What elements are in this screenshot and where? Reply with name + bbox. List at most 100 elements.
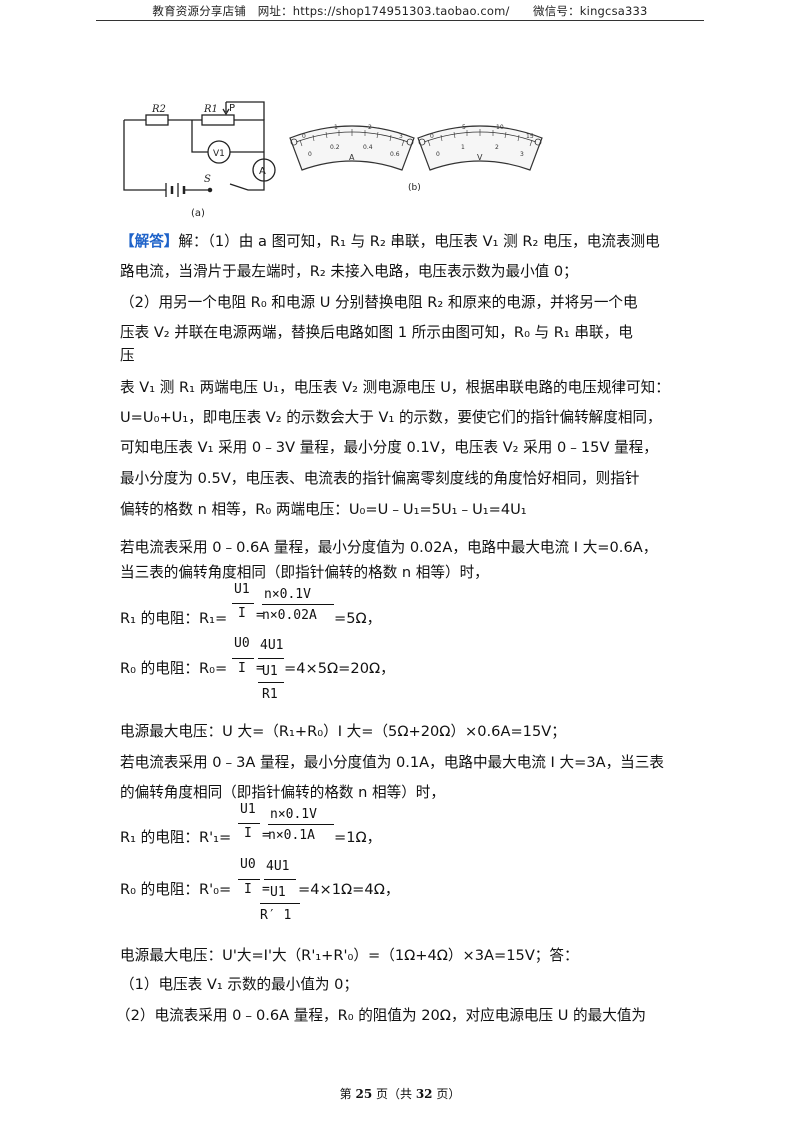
label-p: P <box>229 103 235 114</box>
label-r2: R2 <box>151 104 166 115</box>
caption-a: (a) <box>191 208 205 219</box>
text-line-15: 的偏转角度相同（即指针偏转的格数 n 相等）时， <box>120 784 445 801</box>
r0b-eq1: = <box>262 882 270 897</box>
text-line-3: （2）用另一个电阻 R₀ 和电源 U 分别替换电阻 R₂ 和原来的电源，并将另一… <box>120 294 638 311</box>
r1b-bar1 <box>238 823 260 824</box>
label-r1: R1 <box>203 104 218 115</box>
r1b-bar2 <box>268 824 334 825</box>
text-line-6: 表 V₁ 测 R₁ 两端电压 U₁，电压表 V₂ 测电源电压 U，根据串联电路的… <box>120 379 670 396</box>
r0-eq1: = <box>256 661 264 676</box>
r0-formula-prefix: R₀ 的电阻：R₀= <box>120 660 228 677</box>
meter-a-big-2: 2 <box>368 124 372 131</box>
meter-v-big-1: 5 <box>462 124 466 131</box>
meter-v-label: V <box>477 153 483 162</box>
text-line-1: 【解答】解：（1）由 a 图可知，R₁ 与 R₂ 串联，电压表 V₁ 测 R₂ … <box>120 232 660 252</box>
label-v1: V1 <box>213 149 225 159</box>
r0-den2b: R1 <box>262 687 278 702</box>
r1-den2: n×0.02A <box>262 608 317 623</box>
r0-result: =4×5Ω=20Ω， <box>284 660 395 677</box>
ammeter-dial: 0 0.2 0.4 0.6 0 1 2 3 A <box>289 124 415 171</box>
footer-pre: 第 <box>339 1087 356 1101</box>
r0-den2a: U1 <box>262 664 278 679</box>
line-1-text: 解：（1）由 a 图可知，R₁ 与 R₂ 串联，电压表 V₁ 测 R₂ 电压，电… <box>178 233 660 250</box>
page-header: 教育资源分享店铺 网址：https://shop174951303.taobao… <box>0 0 800 22</box>
r1-formula: U1 I = n×0.1V n×0.02A <box>230 582 390 632</box>
meter-a-tick-1: 0.2 <box>330 144 340 151</box>
r1-result: =5Ω， <box>334 610 382 627</box>
text-line-9: 最小分度为 0.5V，电压表、电流表的指针偏离零刻度线的角度恰好相同，则指针 <box>120 470 640 487</box>
r1-den1: I <box>238 606 246 621</box>
r0b-den1: I <box>244 882 252 897</box>
header-rule <box>96 20 704 21</box>
r0b-num2: 4U1 <box>266 859 290 874</box>
r0-bar1 <box>232 658 254 659</box>
text-line-7: U=U₀+U₁，即电压表 V₂ 的示数会大于 V₁ 的示数，要使它们的指针偏转解… <box>120 409 662 426</box>
r1b-result: =1Ω， <box>334 829 382 846</box>
meter-a-label: A <box>349 153 355 162</box>
r0b-bar2 <box>264 879 296 880</box>
r0b-formula-prefix: R₀ 的电阻：R'₀= <box>120 881 232 898</box>
footer-total-pages: 32 <box>415 1087 433 1101</box>
text-line-17: （1）电压表 V₁ 示数的最小值为 0； <box>120 976 359 993</box>
meter-a-big-0: 0 <box>302 133 306 140</box>
label-a: A <box>259 166 266 177</box>
meter-v-big-2: 10 <box>496 124 504 131</box>
r0b-formula: U0 I = 4U1 U1 R′ 1 <box>236 855 396 931</box>
page-footer: 第 25 页（共 32 页） <box>0 1085 800 1102</box>
r0-formula: U0 I = 4U1 U1 R1 <box>230 634 390 710</box>
circuit-figure: R2 R1 P V1 A S (a) 0 0.2 0.4 0.6 0 1 <box>118 98 588 228</box>
r1b-num2: n×0.1V <box>270 807 317 822</box>
footer-mid: 页（共 <box>372 1087 416 1101</box>
r0b-bar3 <box>260 903 300 904</box>
text-line-13: 电源最大电压：U 大=（R₁+R₀）I 大=（5Ω+20Ω）×0.6A=15V； <box>120 723 566 740</box>
meter-v-big-0: 0 <box>430 133 434 140</box>
r1-formula-prefix: R₁ 的电阻：R₁= <box>120 610 228 627</box>
r0b-den2b: R′ 1 <box>260 908 292 923</box>
r1b-formula-prefix: R₁ 的电阻：R'₁= <box>120 829 232 846</box>
caption-b: (b) <box>408 183 421 193</box>
meter-a-big-1: 1 <box>334 124 338 131</box>
text-line-16: 电源最大电压：U'大=I'大（R'₁+R'₀）=（1Ω+4Ω）×3A=15V；答… <box>120 947 579 964</box>
r0-bar2 <box>258 658 284 659</box>
r0b-result: =4×1Ω=4Ω， <box>298 881 400 898</box>
footer-page-number: 25 <box>355 1087 373 1101</box>
r0-den1: I <box>238 661 246 676</box>
text-line-5: 压 <box>120 347 135 364</box>
header-text: 教育资源分享店铺 网址：https://shop174951303.taobao… <box>152 4 648 18</box>
meter-v-tick-1: 1 <box>461 144 465 151</box>
r0b-num1: U0 <box>240 857 256 872</box>
r1b-den2: n×0.1A <box>268 828 315 843</box>
meter-v-tick-3: 3 <box>520 151 524 158</box>
text-line-12: 当三表的偏转角度相同（即指针偏转的格数 n 相等）时， <box>120 564 489 581</box>
answer-tag: 【解答】 <box>120 233 179 250</box>
voltmeter-dial: 0 1 2 3 0 5 10 15 V <box>417 124 543 171</box>
r1-num2: n×0.1V <box>264 587 311 602</box>
meter-v-big-3: 15 <box>526 133 534 140</box>
r1-bar1 <box>232 603 254 604</box>
r1-bar2 <box>262 604 334 605</box>
text-line-2: 路电流，当滑片于最左端时，R₂ 未接入电路，电压表示数为最小值 0； <box>120 263 578 280</box>
meter-a-tick-2: 0.4 <box>363 144 373 151</box>
meter-a-tick-0: 0 <box>308 151 312 158</box>
r1b-num1: U1 <box>240 802 256 817</box>
text-line-11: 若电流表采用 0﹣0.6A 量程，最小分度值为 0.02A，电路中最大电流 I … <box>120 539 658 556</box>
meter-a-tick-3: 0.6 <box>390 151 400 158</box>
text-line-18: （2）电流表采用 0﹣0.6A 量程，R₀ 的阻值为 20Ω，对应电源电压 U … <box>116 1007 647 1024</box>
meter-v-tick-0: 0 <box>436 151 440 158</box>
text-line-8: 可知电压表 V₁ 采用 0﹣3V 量程，最小分度 0.1V，电压表 V₂ 采用 … <box>120 439 658 456</box>
text-line-4: 压表 V₂ 并联在电源两端，替换后电路如图 1 所示由图可知，R₀ 与 R₁ 串… <box>120 324 633 341</box>
footer-post: 页） <box>432 1087 461 1101</box>
r0-num1: U0 <box>234 636 250 651</box>
r1b-eq1: = <box>262 828 270 843</box>
r1b-formula: U1 I = n×0.1V n×0.1A <box>236 802 396 852</box>
meter-v-tick-2: 2 <box>495 144 499 151</box>
r0-bar3 <box>258 682 284 683</box>
text-line-10: 偏转的格数 n 相等，R₀ 两端电压：U₀=U﹣U₁=5U₁﹣U₁=4U₁ <box>120 501 527 518</box>
r0-num2: 4U1 <box>260 638 284 653</box>
r0b-den2a: U1 <box>270 885 286 900</box>
label-s: S <box>204 174 211 185</box>
r1b-den1: I <box>244 826 252 841</box>
circuit-diagram: R2 R1 P V1 A S (a) 0 0.2 0.4 0.6 0 1 <box>123 101 543 219</box>
r1-num1: U1 <box>234 582 250 597</box>
r0b-bar1 <box>238 879 260 880</box>
